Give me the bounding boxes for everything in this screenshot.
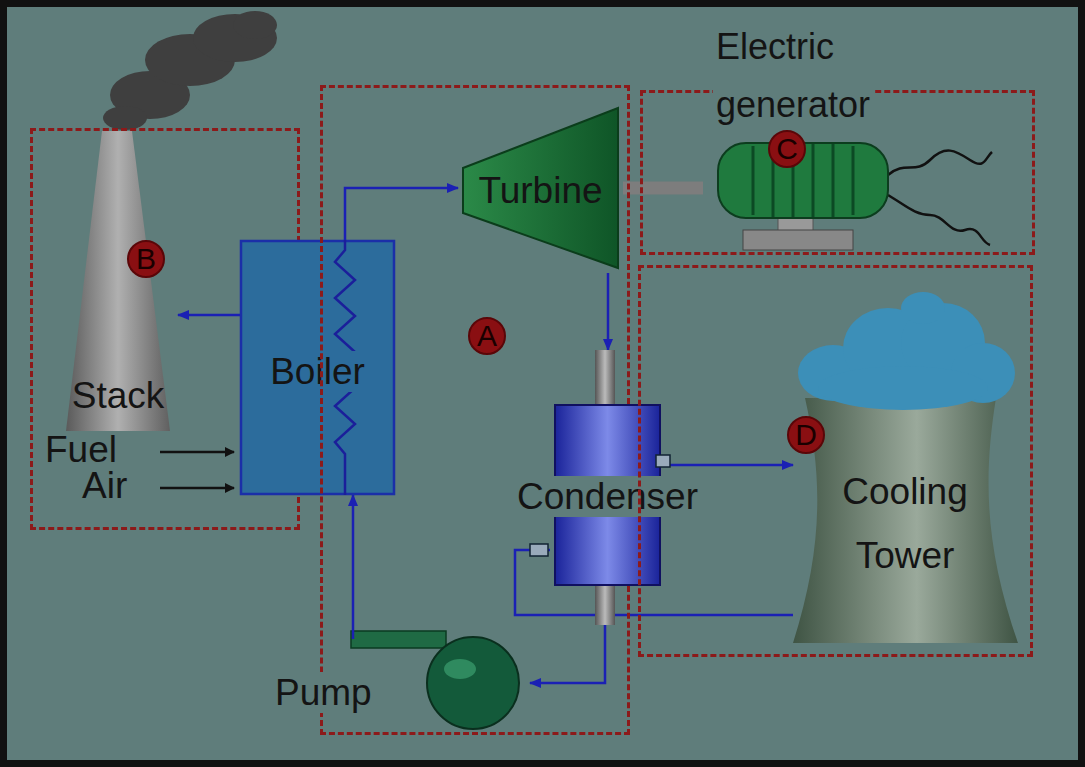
node-label: Condenser	[475, 477, 740, 518]
boiler-box: Boiler	[240, 240, 395, 495]
node-label: Turbine	[458, 171, 623, 212]
input-label: Fuel	[45, 430, 117, 471]
flow-pipe	[345, 188, 458, 240]
callout-letter: C	[768, 130, 806, 168]
node-label: Stack	[58, 376, 178, 417]
drive-shaft	[623, 182, 703, 195]
label-holder: Fuel	[45, 430, 117, 471]
node-label: Cooling Tower	[805, 460, 1005, 588]
region-frame: D Cooling Tower	[638, 265, 1033, 657]
fuel-air-arrows	[160, 452, 234, 488]
callout-letter: D	[787, 416, 825, 454]
flow-pipe	[352, 495, 355, 621]
region-frame: CElectric generator	[640, 90, 1035, 255]
pump: Pump	[268, 621, 530, 736]
flow-pipe	[607, 273, 610, 350]
flow-pipe	[530, 625, 605, 683]
node-label: Electric generator	[713, 18, 953, 134]
output-wires	[888, 151, 992, 245]
flow-pipe	[665, 464, 793, 467]
condenser: Condenser	[550, 350, 665, 625]
callout-letter: B	[127, 240, 165, 278]
cooling-tower-box: Cooling Tower	[793, 288, 1018, 648]
label-patch: Condenser	[514, 476, 701, 517]
smoke	[103, 11, 277, 130]
label-patch: Pump	[272, 672, 375, 713]
turbine: Turbine	[458, 103, 623, 273]
input-label: Air	[82, 466, 127, 507]
label-holder: Air	[82, 466, 127, 507]
label-patch: Boiler	[267, 351, 368, 392]
label-patch: Electric generator	[713, 26, 873, 125]
flow-pipe	[178, 314, 240, 317]
node-label: Boiler	[240, 352, 395, 393]
electric-generator: Electric generator	[703, 18, 953, 253]
callout-letter: A	[468, 317, 506, 355]
stack: Stack	[58, 131, 178, 431]
node-label: Pump	[272, 673, 382, 714]
cooling-tower	[793, 288, 1018, 648]
